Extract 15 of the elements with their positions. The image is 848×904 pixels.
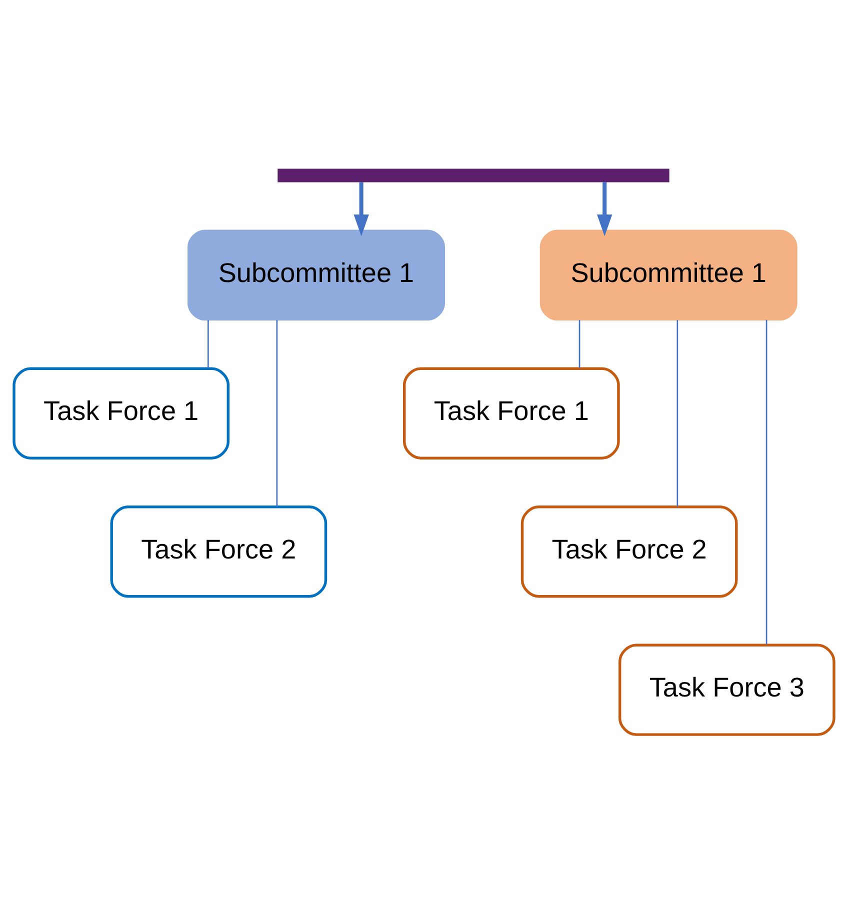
node-box: Task Force 2 — [110, 506, 328, 598]
arrow — [354, 182, 369, 236]
connector — [276, 320, 278, 507]
node-box: Task Force 1 — [403, 367, 620, 460]
node-box: Task Force 2 — [520, 506, 738, 598]
node-bar — [278, 168, 670, 182]
node-box: Task Force 3 — [618, 644, 836, 736]
connector — [766, 320, 768, 645]
connector — [676, 320, 678, 507]
node-box: Subcommittee 1 — [540, 230, 798, 321]
connector — [578, 320, 580, 368]
node-box: Task Force 1 — [12, 367, 230, 460]
node-box: Subcommittee 1 — [188, 230, 445, 321]
arrow — [596, 182, 612, 236]
connector — [208, 320, 209, 368]
